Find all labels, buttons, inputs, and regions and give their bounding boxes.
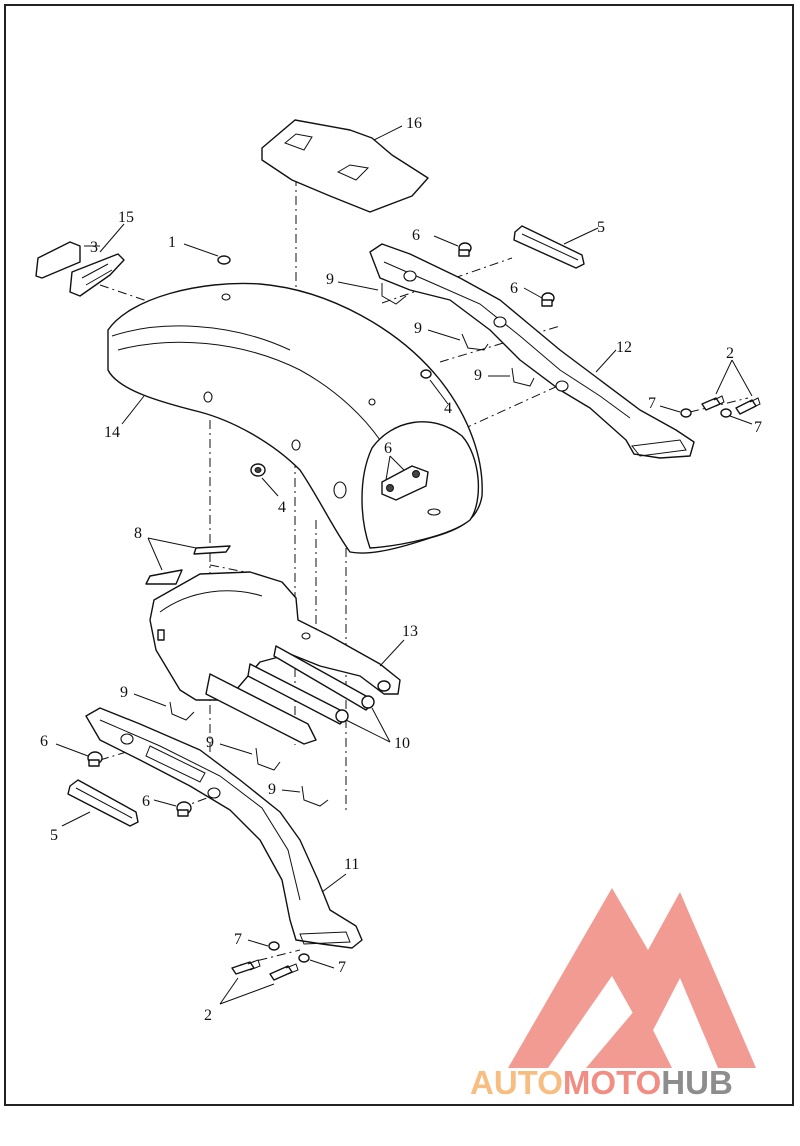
alignment-lines [99,120,749,966]
callout-6-e: 6 [142,793,150,810]
automotohub-watermark: AUTOMOTOHUB [470,888,756,1101]
callout-7-b: 7 [754,419,762,436]
part-6-bolts [87,242,555,817]
part-12-right-strut [369,243,695,459]
callout-9-f: 9 [268,781,276,798]
callout-2-lower: 2 [204,1007,212,1024]
part-14-rear-fender [107,282,483,554]
callout-7-d: 7 [338,959,346,976]
callout-15: 15 [118,209,134,226]
callout-7-a: 7 [648,395,656,412]
callout-13: 13 [402,623,418,640]
part-16-pad [261,119,429,213]
callout-4-upper: 4 [444,400,452,417]
part-7-washers-upper [680,408,732,418]
callout-9-b: 9 [414,320,422,337]
part-11-left-strut [85,707,363,949]
callout-5-lower: 5 [50,827,58,844]
callout-3: 3 [90,239,98,256]
watermark-auto: AUTO [470,1064,563,1101]
callout-11: 11 [344,856,359,873]
part-4-nuts [250,369,432,477]
part-10-spacers [205,645,375,745]
watermark-logo-icon [508,888,756,1068]
callout-9-d: 9 [120,684,128,701]
callout-labels: 1 2 3 4 4 5 5 6 6 6 6 6 7 7 7 7 8 9 9 9 … [40,115,762,1024]
callout-6-a: 6 [412,227,420,244]
part-8-pads [145,545,231,585]
callout-1: 1 [168,234,176,251]
diagram-frame [4,4,794,1106]
part-13-support-bracket [149,571,401,701]
svg-text:AUTOMOTOHUB: AUTOMOTOHUB [470,1064,733,1101]
callout-5-upper: 5 [597,219,605,236]
part-2-screws-upper [701,395,761,415]
callout-9-e: 9 [206,734,214,751]
callout-6-d: 6 [40,733,48,750]
part-9-clips [169,283,535,807]
part-1-plug [217,255,231,265]
part-7-washers-lower [268,941,310,963]
part-2-screws-lower [231,959,299,981]
callout-10: 10 [394,735,410,752]
watermark-hub: HUB [661,1064,733,1101]
callout-4-lower: 4 [278,499,286,516]
callout-12: 12 [616,339,632,356]
callout-9-c: 9 [474,367,482,384]
callout-9-a: 9 [326,271,334,288]
part-5-lower-plate [67,779,139,827]
callout-6-b: 6 [510,280,518,297]
leader-lines [55,125,753,1005]
callout-8: 8 [134,525,142,542]
callout-6-c: 6 [384,440,392,457]
callout-14: 14 [104,424,120,441]
callout-16: 16 [406,115,422,132]
part-5-upper-plate [513,225,585,269]
callout-7-c: 7 [234,931,242,948]
watermark-moto: MOTO [563,1064,661,1101]
callout-2-upper: 2 [726,345,734,362]
part-15-reflector [35,241,125,297]
